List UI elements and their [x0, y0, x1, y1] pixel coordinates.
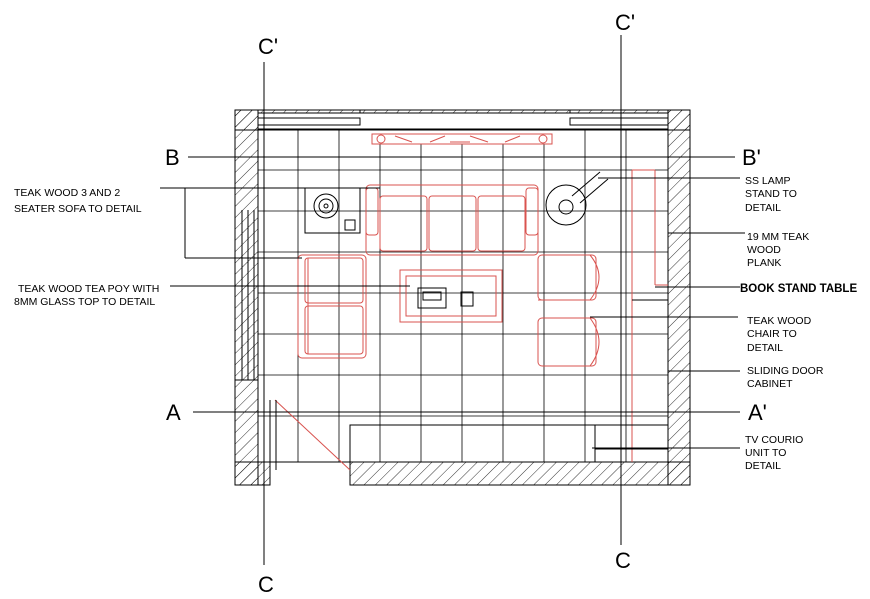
- section-c-top-left: C': [258, 34, 278, 59]
- note-chair-line3: DETAIL: [747, 342, 783, 354]
- note-tv-line1: TV COURIO: [745, 434, 803, 446]
- section-a-right: A': [748, 400, 767, 425]
- wall-right: [667, 109, 691, 486]
- note-teapoy-line1: TEAK WOOD TEA POY WITH: [18, 283, 159, 295]
- note-tv-line2: UNIT TO: [745, 447, 786, 459]
- section-b-right: B': [742, 145, 761, 170]
- section-c-top-right: C': [615, 10, 635, 35]
- wall-left: [234, 109, 259, 486]
- note-tv-line3: DETAIL: [745, 460, 781, 472]
- note-sofa-line1: TEAK WOOD 3 AND 2: [14, 187, 120, 199]
- wall-lights: [371, 133, 553, 145]
- right-storage-unit: [631, 169, 668, 462]
- section-lines: [188, 35, 740, 565]
- section-c-bottom-left: C: [258, 572, 274, 597]
- note-cabinet-line2: CABINET: [747, 378, 793, 390]
- note-plank-line3: PLANK: [747, 257, 781, 269]
- note-chair-line2: CHAIR TO: [747, 328, 797, 340]
- note-lamp-line3: DETAIL: [745, 202, 781, 214]
- window-opening-right: [569, 117, 669, 126]
- note-sofa-line2: SEATER SOFA TO DETAIL: [14, 203, 142, 215]
- tv-unit: [349, 424, 669, 463]
- wall-bottom-left: [234, 461, 271, 486]
- note-plank-line1: 19 MM TEAK: [747, 231, 809, 243]
- section-b-left: B: [165, 145, 180, 170]
- leader-lines: [160, 177, 745, 449]
- note-lamp-line2: STAND TO: [745, 188, 797, 200]
- section-a-left: A: [166, 400, 181, 425]
- note-lamp-line1: SS LAMP: [745, 175, 791, 187]
- note-teapoy-line2: 8MM GLASS TOP TO DETAIL: [14, 296, 155, 308]
- note-plank-line2: WOOD: [747, 244, 781, 256]
- note-chair-line1: TEAK WOOD: [747, 315, 812, 327]
- note-book-stand: BOOK STAND TABLE: [740, 283, 857, 295]
- two-seater-sofa: [297, 254, 367, 359]
- section-c-bottom-right: C: [615, 548, 631, 573]
- left-wall-panels: [235, 210, 258, 381]
- ss-lamp-stand: [545, 171, 609, 226]
- wall-bottom-right: [349, 461, 691, 486]
- three-seater-sofa: [365, 184, 539, 256]
- note-cabinet-line1: SLIDING DOOR: [747, 365, 824, 377]
- teak-wood-chairs: [537, 254, 600, 367]
- window-opening: [257, 117, 361, 126]
- tea-poy: [399, 269, 503, 323]
